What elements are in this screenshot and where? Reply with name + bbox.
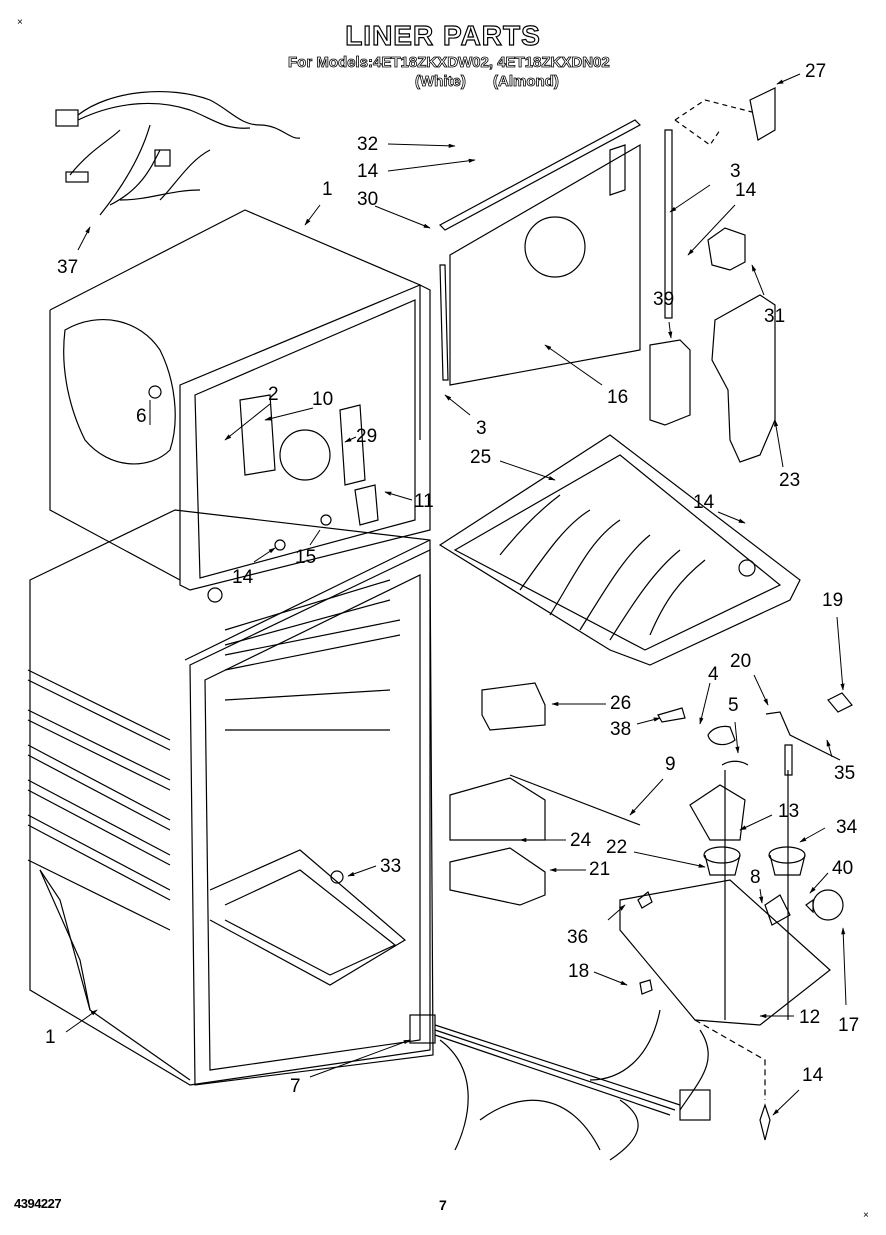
callout-29: 29 [356, 426, 378, 447]
page-number: 7 [439, 1197, 447, 1213]
callout-5: 5 [728, 695, 739, 716]
callout-7: 7 [290, 1076, 301, 1097]
callout-14: 14 [232, 567, 254, 588]
callout-10: 10 [312, 389, 334, 410]
callout-1: 1 [45, 1027, 56, 1048]
callout-14: 14 [735, 180, 757, 201]
freezer-liner [49, 209, 431, 591]
evaporator-cover-16 [439, 119, 673, 386]
models-line: For Models:4ET18ZKXDW02, 4ET18ZKXDN02 [288, 54, 611, 72]
corner-mark-bottom: × [863, 1210, 869, 1221]
callout-6: 6 [136, 406, 147, 427]
callout-24: 24 [570, 830, 592, 851]
callout-35: 35 [834, 763, 856, 784]
callout-32: 32 [357, 134, 379, 155]
callout-39: 39 [653, 289, 675, 310]
part-39 [649, 339, 691, 426]
callout-14: 14 [357, 161, 379, 182]
callout-26: 26 [610, 693, 632, 714]
callout-22: 22 [606, 837, 628, 858]
document-number: 4394227 [14, 1196, 62, 1211]
part-23 [711, 294, 776, 463]
callout-30: 30 [357, 189, 379, 210]
callout-36: 36 [567, 927, 589, 948]
callout-12: 12 [799, 1007, 821, 1028]
fresh-food-liner [27, 509, 434, 1086]
callout-9: 9 [665, 754, 676, 775]
callout-3: 3 [730, 161, 741, 182]
callout-33: 33 [380, 856, 402, 877]
color-almond-label: (Almond) [493, 73, 560, 91]
callout-1: 1 [322, 179, 333, 200]
callout-23: 23 [779, 470, 801, 491]
callout-8: 8 [750, 867, 761, 888]
callout-15: 15 [295, 547, 317, 568]
callout-37: 37 [57, 257, 79, 278]
page-title: LINER PARTS [345, 19, 541, 51]
callout-17: 17 [838, 1015, 860, 1036]
crisper-shelf-25 [438, 434, 801, 666]
color-white-label: (White) [415, 73, 467, 91]
callout-31: 31 [764, 306, 786, 327]
part-31 [707, 227, 746, 271]
callout-25: 25 [470, 447, 492, 468]
callout-18: 18 [568, 961, 590, 982]
part-27 [749, 87, 776, 141]
callout-13: 13 [778, 801, 800, 822]
callout-3: 3 [476, 418, 487, 439]
lower-right-parts [449, 682, 853, 1141]
wire-harness-7 [409, 1009, 711, 1161]
callout-27: 27 [805, 61, 827, 82]
callout-38: 38 [610, 719, 632, 740]
callout-11: 11 [414, 491, 434, 512]
callout-14: 14 [802, 1065, 824, 1086]
callout-leaders [65, 73, 847, 1116]
callout-2: 2 [268, 384, 279, 405]
callout-16: 16 [607, 387, 629, 408]
callout-4: 4 [708, 664, 719, 685]
callout-20: 20 [730, 651, 752, 672]
wire-harness-37 [55, 91, 301, 216]
callout-21: 21 [589, 859, 611, 880]
corner-mark-top: × [17, 17, 23, 28]
callout-19: 19 [822, 590, 844, 611]
callout-40: 40 [832, 858, 854, 879]
callout-14: 14 [693, 492, 715, 513]
callout-34: 34 [836, 817, 858, 838]
